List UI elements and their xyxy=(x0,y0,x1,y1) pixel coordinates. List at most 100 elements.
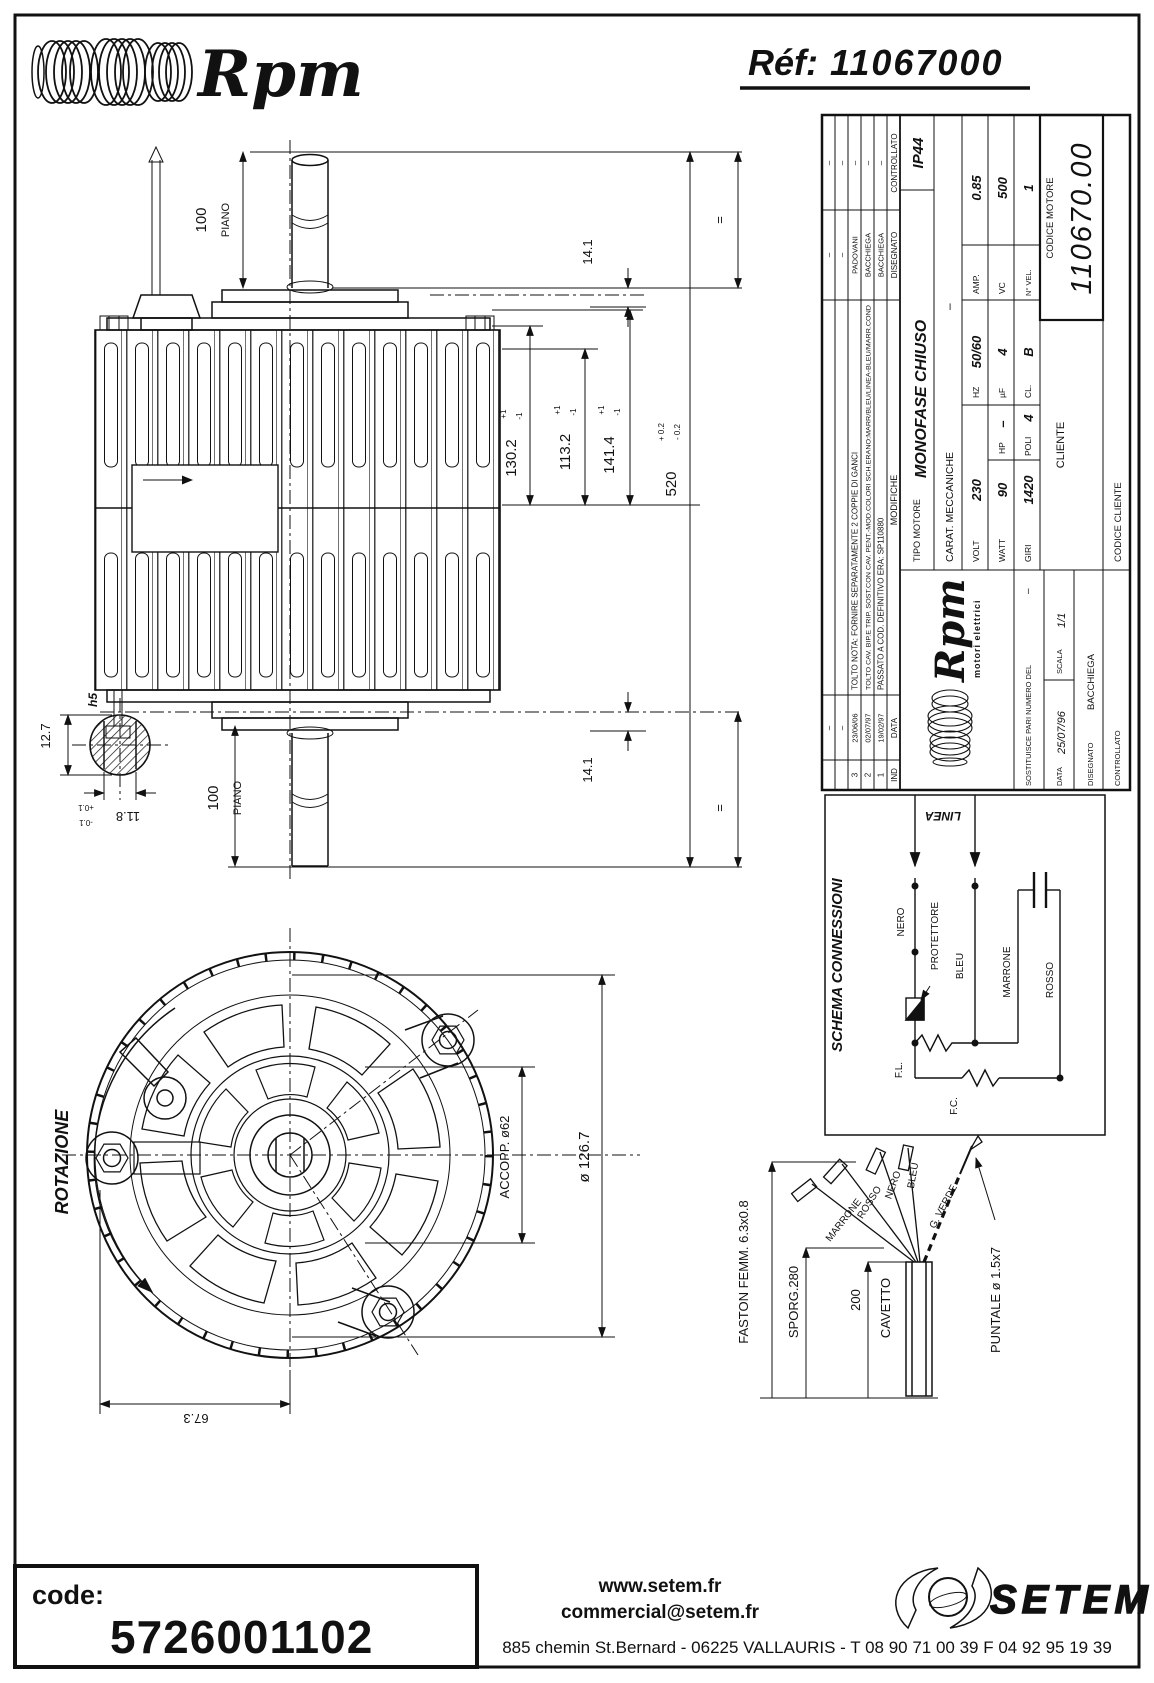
corner-nuts xyxy=(99,315,495,331)
hp-label: HP xyxy=(997,442,1007,454)
poli-value: 4 xyxy=(1021,414,1036,423)
tol: -1 xyxy=(613,408,622,416)
rev-cell: – xyxy=(838,252,847,257)
tol: +1 xyxy=(597,405,606,415)
tipo-motore-value: MONOFASE CHIUSO xyxy=(913,319,930,478)
dim-12-7: 12.7 xyxy=(38,723,53,748)
tol: +1 xyxy=(499,409,508,419)
disegnato-value: BACCHIEGA xyxy=(1086,653,1097,710)
revision-table-grid xyxy=(822,115,901,790)
dim-100-top: 100 xyxy=(193,207,210,232)
sostituisce-label: SOSTITUISCE PARI NUMERO DEL xyxy=(1024,665,1033,786)
title-block-grid xyxy=(900,115,1130,790)
tol: +1 xyxy=(553,405,562,415)
rev-cell: – xyxy=(825,160,834,165)
dim-accopp: ACCOPP. ø62 xyxy=(497,1116,512,1199)
fl-label: F.L. xyxy=(894,1062,905,1078)
volt-value: 230 xyxy=(969,478,984,501)
dim-520: 520 xyxy=(663,471,680,496)
shaft-top xyxy=(291,153,329,288)
tol: - 0.2 xyxy=(673,423,682,440)
wire-nero-label: NERO xyxy=(896,907,907,936)
codice-cliente-label: CODICE CLIENTE xyxy=(1113,482,1124,562)
wire-bleu-label: BLEU xyxy=(955,953,966,979)
dim-eq-bottom: = xyxy=(712,804,727,812)
rev-cell: 02/07/97 xyxy=(864,713,873,742)
controllato-label: CONTROLLATO xyxy=(1113,730,1122,786)
dim-piano-bottom: PIANO xyxy=(232,780,244,815)
dim-141-4: 141.4 xyxy=(601,436,618,474)
rev-cell: – xyxy=(825,252,834,257)
rev-cell: – xyxy=(851,160,860,165)
carat-label: CARAT. MECCANICHE xyxy=(944,452,956,562)
wiring-schema: SCHEMA CONNESSIONI LINEA xyxy=(824,794,1106,1136)
mounting-lug xyxy=(404,1013,475,1079)
cavetto-label: CAVETTO xyxy=(878,1278,893,1338)
tol: -1 xyxy=(569,408,578,416)
scala-label: SCALA xyxy=(1055,649,1064,674)
rev-cell: – xyxy=(877,160,886,165)
dim-200-label: 200 xyxy=(848,1289,863,1311)
dim-piano-top: PIANO xyxy=(220,202,232,237)
giri-label: GIRI xyxy=(1023,545,1033,562)
cable-verde-label: G. VERDE xyxy=(928,1183,960,1231)
spec-labels: VOLT HZ AMP. WATT HP µF VC GIRI POLI CL.… xyxy=(971,269,1033,562)
code-value: 5726001102 xyxy=(110,1611,373,1663)
email: commercial@setem.fr xyxy=(561,1602,760,1623)
rev-cell: – xyxy=(864,160,873,165)
spec-values: 230 50/60 0.85 90 – 4 500 1420 4 B 1 xyxy=(969,175,1036,505)
label-h5: h5 xyxy=(86,693,100,707)
poli-label: POLI xyxy=(1023,437,1033,456)
tol: -1 xyxy=(515,412,524,420)
mounting-lug xyxy=(85,1131,201,1185)
title-block: – – – – – – 3 23/06/06 TOLTO NOTA: FORNI… xyxy=(820,113,1132,792)
protettore-label: PROTETTORE xyxy=(930,902,941,970)
rev-header: DATA xyxy=(890,717,899,738)
watt-value: 90 xyxy=(995,482,1010,497)
cable-body xyxy=(905,1261,933,1397)
website: www.setem.fr xyxy=(598,1576,722,1597)
dim-130-2: 130.2 xyxy=(503,439,520,477)
sostituisce-value: – xyxy=(1023,588,1034,594)
rev-header: DISEGNATO xyxy=(890,232,899,278)
schema-wires xyxy=(904,795,1061,1088)
rev-header: MODIFICHE xyxy=(889,475,899,526)
tie-rod xyxy=(131,145,202,331)
tol: -0.1 xyxy=(79,818,93,827)
revision-rows: – – – – – – 3 23/06/06 TOLTO NOTA: FORNI… xyxy=(825,133,900,782)
rev-cell: 3 xyxy=(851,772,860,777)
faston-label: FASTON FEMM. 6.3x0.8 xyxy=(736,1200,751,1344)
schema-title: SCHEMA CONNESSIONI xyxy=(829,877,846,1051)
code-box xyxy=(13,1564,479,1669)
dim-eq-top: = xyxy=(712,216,727,224)
titleblock-logo: Rpm motori elettrici xyxy=(927,578,982,767)
watt-label: WATT xyxy=(997,539,1007,562)
setem-logo: SETEM xyxy=(895,1566,1153,1630)
rev-cell: 23/06/06 xyxy=(851,713,860,742)
rev-cell: – xyxy=(825,725,834,730)
brand-text: Rpm xyxy=(196,37,364,112)
setem-logo-text: SETEM xyxy=(990,1578,1153,1622)
codice-motore-value: 110670.00 xyxy=(1066,142,1098,295)
motor-side-view: 100 PIANO 100 PIANO 14.1 = 14.1 = 130.2 … xyxy=(94,140,742,880)
nvel-label: N° VEL. xyxy=(1024,269,1033,296)
reference-block: Réf: 11067000 xyxy=(740,42,1030,90)
rev-cell: PADOVANI xyxy=(851,236,860,274)
vent-slots-inner xyxy=(198,1062,382,1248)
tol: +0.1 xyxy=(78,803,94,812)
uf-value: 4 xyxy=(995,348,1010,357)
plate-arrow-icon xyxy=(182,475,193,485)
name-plate xyxy=(131,464,279,553)
data-label: DATA xyxy=(1055,767,1064,786)
cl-value: B xyxy=(1021,347,1036,356)
vc-label: VC xyxy=(997,282,1007,294)
dim-14-1-bottom: 14.1 xyxy=(580,757,595,782)
nvel-value: 1 xyxy=(1021,184,1036,191)
tol: + 0.2 xyxy=(657,422,666,441)
fc-label: F.C. xyxy=(949,1097,960,1115)
carat-value: – xyxy=(942,303,956,310)
rev-cell: BACCHIEGA xyxy=(864,233,873,277)
page-border xyxy=(13,13,1141,1669)
dim-11-8: 11.8 xyxy=(116,809,140,824)
terminal-stud xyxy=(118,1036,187,1120)
